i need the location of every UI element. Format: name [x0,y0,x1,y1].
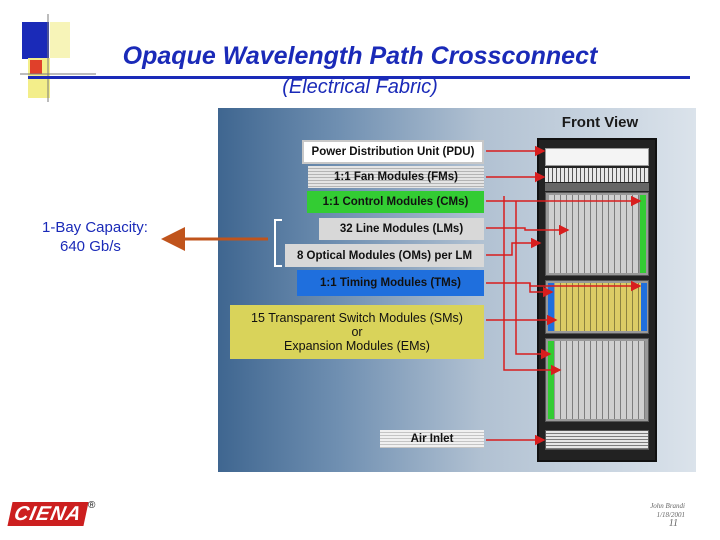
deco-blue-square [22,22,49,59]
module-arrows [486,145,642,446]
rack-pdu [545,148,649,166]
rack-timing-module-left [548,283,554,331]
capacity-title: 1-Bay Capacity: [42,219,148,236]
page-number: 11 [668,518,678,529]
page-title: Opaque Wavelength Path Crossconnect [122,42,598,70]
rack-fan-modules [545,168,649,182]
deco-red-square [30,60,42,74]
rack-control-module-upper [640,195,646,273]
footer-date: 1/18/2001 [656,511,685,519]
air-inlet-label: Air Inlet [380,430,484,448]
optical-modules-label: 8 Optical Modules (OMs) per LM [285,244,484,267]
line-modules-label: 32 Line Modules (LMs) [319,218,484,240]
deco-yellow-square-2 [50,22,70,58]
registered-mark: ® [88,500,96,511]
rack-gap [545,183,649,191]
lm-bracket [274,219,282,267]
capacity-value: 640 Gb/s [60,238,121,255]
tm-arrow-right [529,280,642,292]
fan-modules-label: 1:1 Fan Modules (FMs) [308,166,484,188]
rack-timing-module-right [641,283,647,331]
switch-modules-line2: or [351,325,363,339]
lm-arrow-upper [486,224,570,236]
ciena-logo: CIENA [7,502,89,526]
page-subtitle: (Electrical Fabric) [282,76,438,98]
pdu-label: Power Distribution Unit (PDU) [302,140,484,164]
timing-modules-label: 1:1 Timing Modules (TMs) [297,270,484,296]
rack-air-inlet [545,430,649,450]
rack-line-modules-lower [555,341,645,419]
lm-arrow-lower [503,196,562,376]
footer-author: John Brandi [650,502,685,510]
switch-modules-line1: 15 Transparent Switch Modules (SMs) [251,311,463,325]
om-arrow [486,237,542,256]
cm-arrow-lower [515,201,552,360]
switch-modules-label: 15 Transparent Switch Modules (SMs) or E… [230,305,484,359]
front-view-label: Front View [561,114,639,131]
control-modules-label: 1:1 Control Modules (CMs) [307,191,484,213]
rack-switch-modules [555,283,641,331]
switch-modules-line3: Expansion Modules (EMs) [284,339,430,353]
rack-control-module-lower [548,341,554,419]
title-rule [28,76,690,79]
tm-arrow-left [486,282,554,298]
rack-front-view [537,138,657,462]
